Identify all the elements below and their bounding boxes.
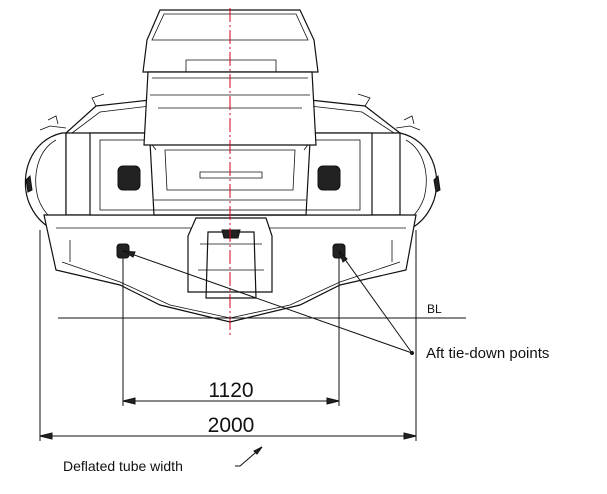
dimension-inner-value: 1120 [208,379,253,402]
tie-down-label: Aft tie-down points [426,345,549,362]
right-light [317,165,341,191]
extension-lines [39,230,417,441]
boat-outline [24,9,441,323]
dimension-outer-value: 2000 [208,414,255,437]
left-light [117,165,141,191]
dimension-inner [122,397,340,405]
tube-width-label: Deflated tube width [63,458,183,474]
baseline-label: BL [427,302,442,316]
tube-width-leader [235,446,263,467]
dimension-outer [39,432,417,440]
tie-down-leader [122,250,414,355]
